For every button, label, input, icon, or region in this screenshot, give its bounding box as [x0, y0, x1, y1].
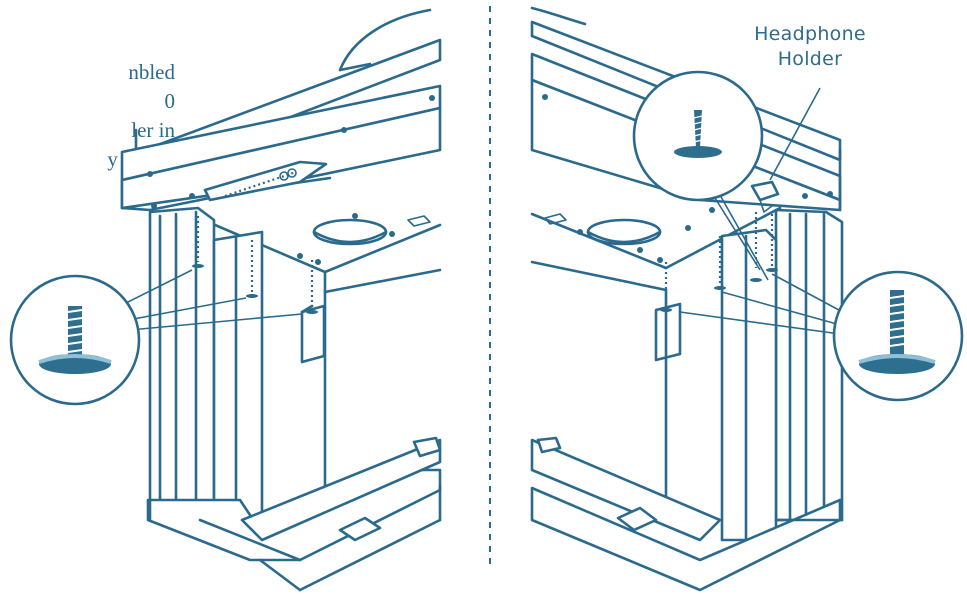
headphone-holder-label: Headphone Holder — [740, 22, 880, 72]
callout-line-1: Headphone — [754, 23, 866, 45]
instruction-line-3: ler in — [131, 118, 175, 142]
callout-line-2: Holder — [777, 48, 843, 70]
screw-detail-icon — [9, 274, 141, 406]
instruction-line-1: nbled — [128, 60, 175, 84]
left-piano-assembly — [119, 8, 442, 592]
screw-closeup-icon — [632, 70, 764, 202]
instruction-line-2: 0 — [164, 89, 176, 113]
screw-detail-icon — [832, 270, 964, 402]
